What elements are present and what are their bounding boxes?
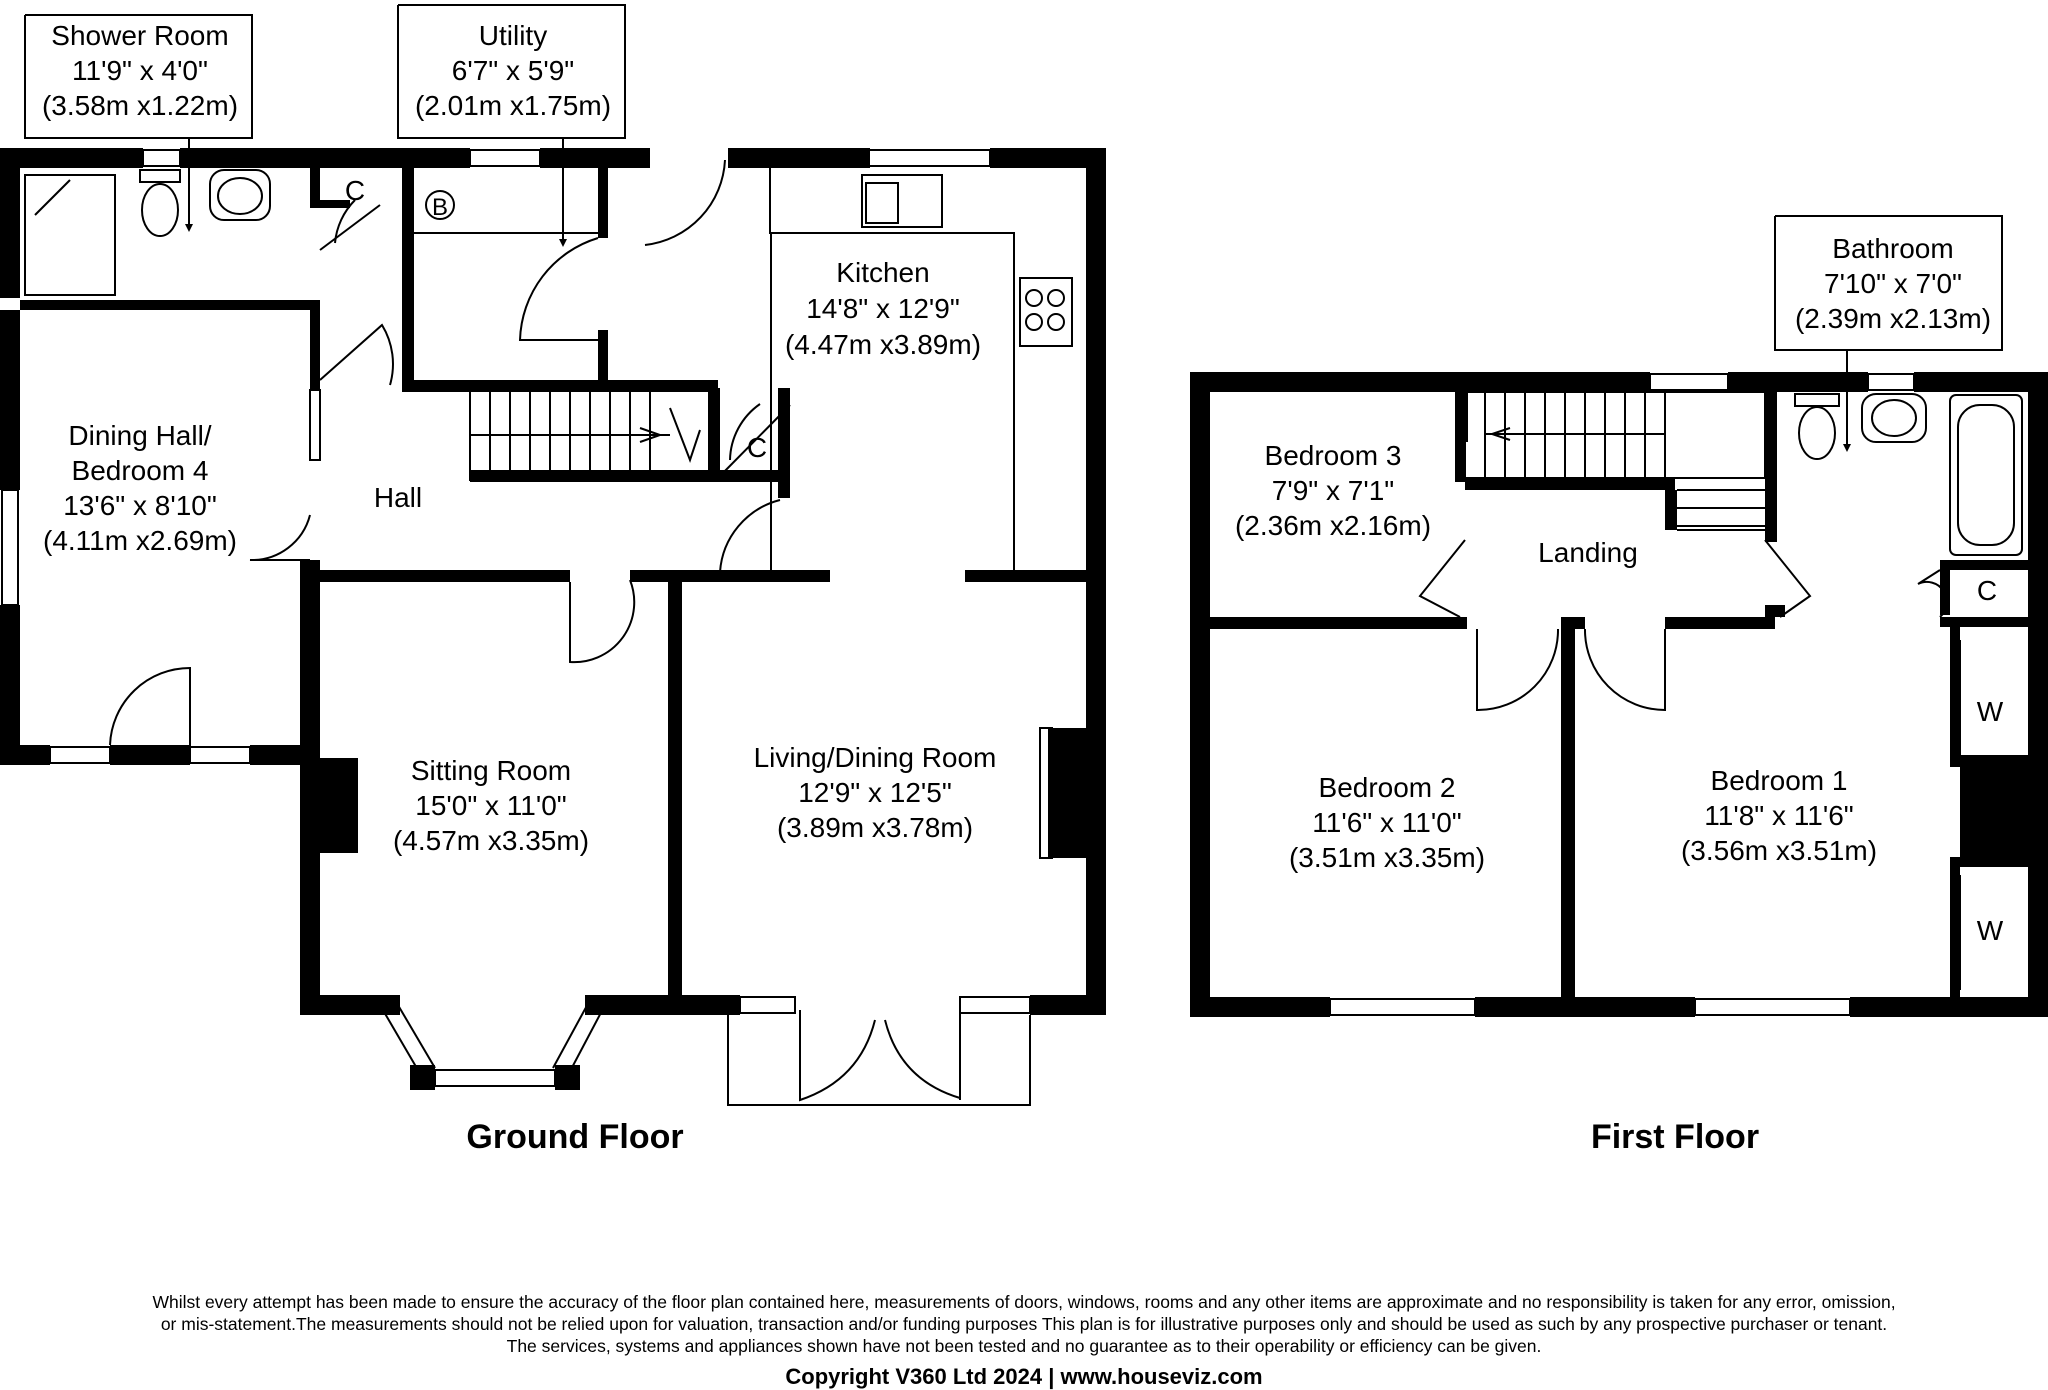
first-floor-title: First Floor xyxy=(1591,1118,1759,1156)
dining-hall-name-1: Dining Hall/ xyxy=(68,420,211,451)
first-floor-fixtures xyxy=(1191,215,2023,1016)
disclaimer: Whilst every attempt has been made to en… xyxy=(0,1291,2048,1357)
first-floor-arrows xyxy=(1843,444,1851,452)
dining-hall-label: Dining Hall/ Bedroom 4 13'6" x 8'10" (4.… xyxy=(43,420,237,556)
bedroom1-imperial: 11'8" x 11'6" xyxy=(1704,800,1853,831)
sitting-room-name: Sitting Room xyxy=(411,755,571,786)
shower-room-metric: (3.58m x1.22m) xyxy=(42,90,238,121)
living-dining-imperial: 12'9" x 12'5" xyxy=(798,777,952,808)
ground-floor-title: Ground Floor xyxy=(466,1118,683,1156)
copyright: Copyright V360 Ltd 2024 | www.houseviz.c… xyxy=(785,1364,1263,1389)
dining-hall-name-2: Bedroom 4 xyxy=(72,455,209,486)
bathroom-imperial: 7'10" x 7'0" xyxy=(1824,268,1962,299)
bedroom3-label: Bedroom 3 7'9" x 7'1" (2.36m x2.16m) xyxy=(1235,440,1431,541)
living-dining-metric: (3.89m x3.78m) xyxy=(777,812,973,843)
cupboard-marker-shower: C xyxy=(345,175,365,206)
bedroom2-label: Bedroom 2 11'6" x 11'0" (3.51m x3.35m) xyxy=(1289,772,1485,873)
shower-room-label: Shower Room 11'9" x 4'0" (3.58m x1.22m) xyxy=(42,20,238,121)
boiler-marker: B xyxy=(432,194,448,221)
dining-hall-imperial: 13'6" x 8'10" xyxy=(63,490,217,521)
utility-imperial: 6'7" x 5'9" xyxy=(452,55,574,86)
bedroom2-imperial: 11'6" x 11'0" xyxy=(1312,807,1461,838)
hall-name: Hall xyxy=(374,482,422,513)
bedroom1-label: Bedroom 1 11'8" x 11'6" (3.56m x3.51m) xyxy=(1681,765,1877,866)
kitchen-label: Kitchen 14'8" x 12'9" (4.47m x3.89m) xyxy=(785,257,981,360)
living-dining-name: Living/Dining Room xyxy=(754,742,997,773)
hall-label: Hall xyxy=(374,482,422,513)
disclaimer-line-2: or mis-statement.The measurements should… xyxy=(160,1314,1888,1334)
landing-name: Landing xyxy=(1538,537,1638,568)
shower-room-imperial: 11'9" x 4'0" xyxy=(72,55,208,86)
bedroom2-name: Bedroom 2 xyxy=(1319,772,1456,803)
cupboard-marker-stairs: C xyxy=(747,432,767,463)
ground-floor-arrows xyxy=(185,224,567,247)
landing-label: Landing xyxy=(1538,537,1638,568)
bedroom1-metric: (3.56m x3.51m) xyxy=(1681,835,1877,866)
bedroom3-metric: (2.36m x2.16m) xyxy=(1235,510,1431,541)
living-dining-label: Living/Dining Room 12'9" x 12'5" (3.89m … xyxy=(754,742,997,843)
dining-hall-metric: (4.11m x2.69m) xyxy=(43,525,237,556)
cupboard-marker-bathroom: C xyxy=(1977,575,1997,606)
ground-floor-fixtures xyxy=(1,4,1073,1106)
kitchen-metric: (4.47m x3.89m) xyxy=(785,329,981,360)
disclaimer-line-1: Whilst every attempt has been made to en… xyxy=(152,1292,1896,1312)
disclaimer-line-3: The services, systems and appliances sho… xyxy=(506,1336,1542,1356)
bedroom3-imperial: 7'9" x 7'1" xyxy=(1272,475,1394,506)
utility-label: Utility 6'7" x 5'9" (2.01m x1.75m) xyxy=(415,20,611,121)
bedroom1-name: Bedroom 1 xyxy=(1711,765,1848,796)
wardrobe-marker-2: W xyxy=(1977,915,2004,946)
bedroom2-metric: (3.51m x3.35m) xyxy=(1289,842,1485,873)
kitchen-imperial: 14'8" x 12'9" xyxy=(806,293,960,324)
bedroom3-name: Bedroom 3 xyxy=(1265,440,1402,471)
wardrobe-marker-1: W xyxy=(1977,696,2004,727)
bathroom-metric: (2.39m x2.13m) xyxy=(1795,303,1991,334)
sitting-room-imperial: 15'0" x 11'0" xyxy=(415,790,566,821)
ground-floor-walls xyxy=(0,148,1106,1090)
bathroom-name: Bathroom xyxy=(1832,233,1953,264)
bathroom-label: Bathroom 7'10" x 7'0" (2.39m x2.13m) xyxy=(1795,233,1991,334)
shower-room-name: Shower Room xyxy=(51,20,228,51)
utility-name: Utility xyxy=(479,20,547,51)
sitting-room-metric: (4.57m x3.35m) xyxy=(393,825,589,856)
utility-metric: (2.01m x1.75m) xyxy=(415,90,611,121)
kitchen-name: Kitchen xyxy=(836,257,929,288)
markers: C C C B W W xyxy=(345,175,2004,946)
sitting-room-label: Sitting Room 15'0" x 11'0" (4.57m x3.35m… xyxy=(393,755,589,856)
